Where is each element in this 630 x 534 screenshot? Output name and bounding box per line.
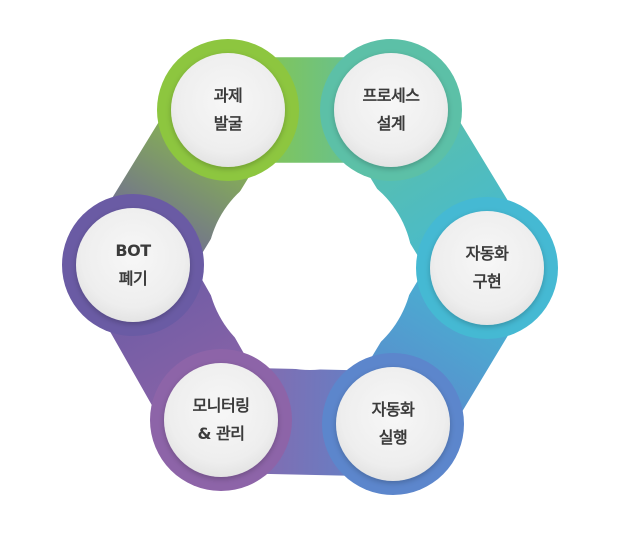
node-label-line: 모니터링: [192, 396, 250, 415]
node-monitoring: [150, 349, 292, 491]
node-execution: [322, 353, 464, 495]
node-design: [320, 39, 462, 181]
center-hole: [207, 164, 413, 370]
node-label-line: 과제: [213, 86, 243, 105]
node-discs: [62, 39, 558, 495]
node-label-line: 프로세스: [362, 86, 420, 105]
node-discovery: [157, 39, 299, 181]
node-inner-disc: [171, 53, 285, 167]
node-label-line: 폐기: [118, 269, 148, 288]
node-label-line: 자동화: [371, 400, 415, 419]
node-label-line: 구현: [472, 272, 502, 291]
node-inner-disc: [430, 211, 544, 325]
node-label-line: & 관리: [197, 424, 245, 443]
node-label-line: 자동화: [465, 244, 509, 263]
node-label-retirement: BOT 폐기: [83, 237, 183, 293]
node-inner-disc: [336, 367, 450, 481]
node-label-line: 발굴: [213, 114, 243, 133]
node-retirement: [62, 194, 204, 336]
node-label-line: BOT: [115, 241, 151, 260]
node-implementation: [416, 197, 558, 339]
node-label-line: 설계: [376, 114, 406, 133]
node-inner-disc: [334, 53, 448, 167]
node-inner-disc: [76, 208, 190, 322]
node-label-line: 실행: [378, 428, 408, 447]
node-inner-disc: [164, 363, 278, 477]
node-label-monitoring: 모니터링 & 관리: [171, 392, 271, 448]
